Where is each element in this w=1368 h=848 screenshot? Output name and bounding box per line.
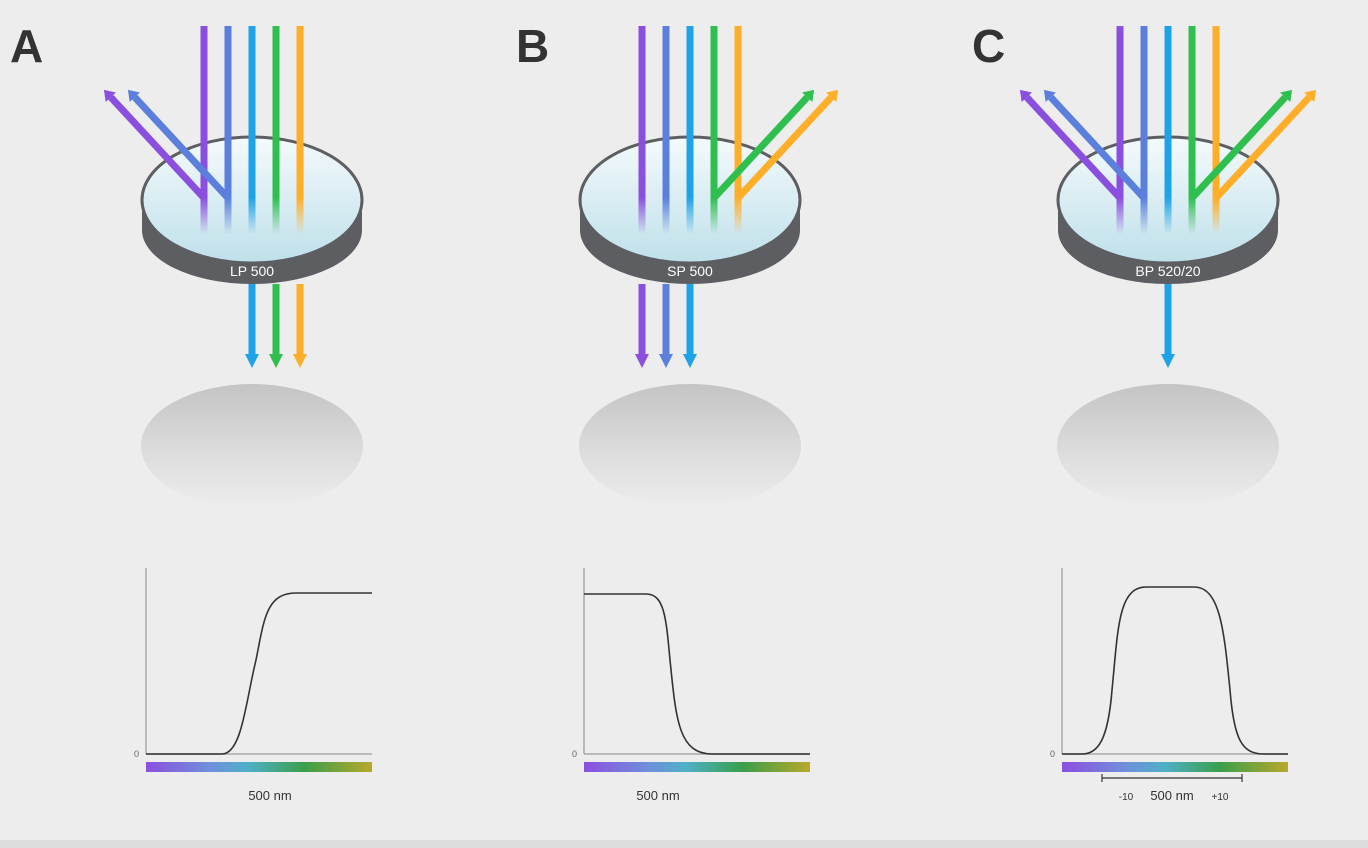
incident-beam-indigo	[1140, 26, 1148, 234]
panel-c-band-pass: C BP 520/20 0 500 nm -10 +10	[972, 20, 1317, 803]
transmitted-arrowhead-violet	[635, 354, 649, 368]
reflected-beam-violet	[108, 94, 207, 201]
incident-beam-blue	[1164, 26, 1172, 234]
zero-label: 0	[134, 749, 139, 759]
incident-beam-orange	[296, 26, 304, 234]
wavelength-label: 500 nm	[636, 788, 679, 803]
transmitted-arrowhead-green	[269, 354, 283, 368]
incident-beam-orange	[1212, 26, 1220, 234]
transmission-curve	[146, 592, 372, 755]
incident-beam-blue	[248, 26, 256, 234]
spectrum-bar	[1062, 762, 1288, 772]
incident-beam-violet	[638, 26, 646, 234]
panel-letter: C	[972, 20, 1005, 72]
incident-beam-violet	[1116, 26, 1124, 234]
transmitted-arrowhead-blue	[1161, 354, 1175, 368]
transmitted-beam-indigo	[662, 284, 670, 356]
reflected-arrowhead-violet	[1019, 89, 1032, 102]
reflected-beam-orange	[1213, 94, 1312, 201]
transmitted-beam-blue	[686, 284, 694, 356]
filter-label: BP 520/20	[1135, 263, 1200, 279]
incident-beams	[1116, 26, 1220, 234]
transmitted-beam-violet	[638, 284, 646, 356]
bandwidth-plus-label: +10	[1212, 792, 1229, 803]
incident-beam-green	[710, 26, 718, 234]
filter-label: LP 500	[230, 263, 274, 279]
transmitted-beam-orange	[296, 284, 304, 356]
reflected-beam-orange	[735, 94, 834, 201]
transmitted-beam-blue	[248, 284, 256, 356]
reflected-arrowhead-green	[802, 89, 815, 102]
transmitted-beams	[1161, 284, 1175, 368]
wavelength-label: 500 nm	[248, 788, 291, 803]
reflected-arrowhead-orange	[1304, 89, 1317, 102]
detector	[141, 384, 363, 508]
transmitted-beam-green	[272, 284, 280, 356]
transmission-plot: 0 500 nm	[572, 568, 810, 803]
transmission-curve	[1062, 586, 1288, 755]
transmitted-beam-blue	[1164, 284, 1172, 356]
panel-letter: A	[10, 20, 43, 72]
incident-beam-orange	[734, 26, 742, 234]
incident-beam-green	[272, 26, 280, 234]
spectrum-bar	[584, 762, 810, 772]
reflected-beam-indigo	[132, 94, 231, 201]
wavelength-label: 500 nm	[1150, 788, 1193, 803]
bottom-strip	[0, 840, 1368, 848]
panel-a-long-pass: A LP 500 0 500 nm	[10, 20, 372, 803]
reflected-beams	[103, 89, 231, 201]
reflected-beam-violet	[1024, 94, 1123, 201]
transmitted-beams	[245, 284, 307, 368]
reflected-beams	[1019, 89, 1317, 201]
incident-beam-indigo	[224, 26, 232, 234]
incident-beam-violet	[200, 26, 208, 234]
zero-label: 0	[572, 749, 577, 759]
reflected-arrowhead-indigo	[1043, 89, 1056, 102]
transmitted-arrowhead-blue	[683, 354, 697, 368]
incident-beam-indigo	[662, 26, 670, 234]
incident-beam-green	[1188, 26, 1196, 234]
reflected-arrowhead-green	[1280, 89, 1293, 102]
zero-label: 0	[1050, 749, 1055, 759]
reflected-beams	[711, 89, 839, 201]
reflected-beam-green	[711, 94, 810, 201]
spectrum-bar	[146, 762, 372, 772]
reflected-beam-indigo	[1048, 94, 1147, 201]
transmitted-arrowhead-orange	[293, 354, 307, 368]
bandwidth-bracket	[1101, 774, 1243, 782]
detector	[1057, 384, 1279, 508]
incident-beams	[200, 26, 304, 234]
transmission-plot: 0 500 nm -10 +10	[1050, 568, 1288, 803]
reflected-arrowhead-violet	[103, 89, 116, 102]
reflected-arrowhead-orange	[826, 89, 839, 102]
transmitted-arrowhead-blue	[245, 354, 259, 368]
incident-beams	[638, 26, 742, 234]
panel-b-short-pass: B SP 500 0 500 nm	[516, 20, 839, 803]
incident-beam-blue	[686, 26, 694, 234]
detector	[579, 384, 801, 508]
transmission-plot: 0 500 nm	[134, 568, 372, 803]
reflected-arrowhead-indigo	[127, 89, 140, 102]
transmission-curve	[584, 593, 810, 755]
transmitted-arrowhead-indigo	[659, 354, 673, 368]
reflected-beam-green	[1189, 94, 1288, 201]
bandwidth-minus-label: -10	[1119, 792, 1134, 803]
transmitted-beams	[635, 284, 697, 368]
panel-letter: B	[516, 20, 549, 72]
filter-label: SP 500	[667, 263, 713, 279]
